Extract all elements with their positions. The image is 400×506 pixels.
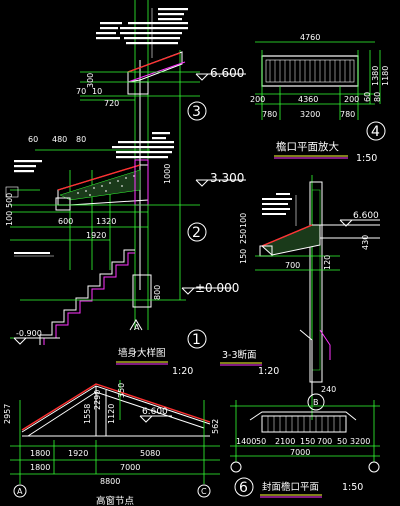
detail-bubble-6-label: 6 [239, 480, 248, 496]
p6-dim-700: 700 [317, 437, 332, 446]
detail-bubble-2 [187, 222, 207, 242]
title-wall-detail: 墙身大样图 [118, 347, 166, 359]
s3-dim-250: 250 [239, 229, 248, 244]
dim-3200: 3200 [300, 110, 320, 119]
hw-dim-1558: 1558 [83, 404, 92, 424]
s3-dim-430: 430 [361, 235, 370, 250]
p6-dim-2100: 2100 [275, 437, 295, 446]
hw-axis-a-label: A [17, 487, 23, 496]
level-6600: 6.600 [210, 66, 244, 80]
hw-dim-1120: 1120 [107, 404, 116, 424]
detail-bubble-3-label: 3 [192, 104, 201, 120]
dim-200a: 200 [250, 95, 265, 104]
title-section-33: 3-3断面 [222, 349, 257, 361]
p6-axis-right [368, 461, 380, 473]
dim-60b: 60 [363, 92, 372, 102]
dim-80b: 80 [373, 92, 382, 102]
dim-1380: 1380 [371, 66, 380, 86]
title-eave-plan-scale: 1:50 [356, 153, 377, 164]
p6-dim-3200: 3200 [350, 437, 370, 446]
hw-dim-7000: 7000 [120, 463, 140, 472]
p6-dim-1400: 1400 [236, 437, 256, 446]
s3-dim-150: 150 [239, 249, 248, 264]
detail-bubble-1 [187, 329, 207, 349]
hw-dim-2957: 2957 [3, 404, 12, 424]
hw-level-6600: 6.600 [142, 407, 168, 417]
p6-dim-50b: 50 [337, 437, 347, 446]
dim-1000: 1000 [163, 164, 172, 184]
title-gable-plan: 封面檐口平面 [262, 481, 319, 493]
p6-axis-left [230, 461, 242, 473]
detail-bubble-2-label: 2 [192, 225, 201, 241]
detail-bubble-3 [187, 101, 207, 121]
ground-stair-detail: A 800 ±0.000 -0.900 [10, 249, 239, 345]
dim-70: 70 [76, 87, 86, 96]
hw-dim-2290: 2290 [93, 390, 102, 410]
detail-bubble-1-label: 1 [192, 332, 201, 348]
middle-eave-detail: 60 480 80 500 1000 600 1320 1920 100 3.3… [5, 130, 246, 257]
hw-dim-5080: 5080 [140, 449, 160, 458]
level-3300: 3.300 [210, 171, 244, 185]
axis-a-lower: A [134, 323, 140, 332]
dim-480: 480 [52, 135, 67, 144]
hw-dim-1920: 1920 [68, 449, 88, 458]
title-wall-detail-scale: 1:20 [172, 366, 193, 377]
dim-200b: 200 [344, 95, 359, 104]
gable-eave-plan-detail: 1400 50 2100 150 700 50 3200 7000 6 封面檐口… [230, 400, 380, 498]
s3-dim-700: 700 [285, 261, 300, 270]
title-eave-plan: 檐口平面放大 [276, 140, 339, 153]
top-eave-detail: 70 10 720 300 6.600 [76, 8, 246, 108]
dim-720: 720 [104, 99, 119, 108]
dim-1180: 1180 [381, 66, 390, 86]
dim-4760: 4760 [300, 33, 320, 42]
dim-800: 800 [153, 285, 162, 300]
section-axis-b-label: B [313, 398, 319, 407]
detail-bubble-4-label: 4 [371, 124, 380, 140]
s3-dim-120: 120 [323, 255, 332, 270]
title-high-window: 高窗节点 [96, 495, 135, 506]
level-0000: ±0.000 [195, 281, 239, 295]
p6-dim-150: 150 [300, 437, 315, 446]
detail-bubble-4 [366, 121, 386, 141]
dim-4360: 4360 [298, 95, 318, 104]
section-3-3-detail: 6.600 100 250 150 700 120 430 240 B 3-3断… [220, 175, 380, 420]
dim-80: 80 [76, 135, 86, 144]
dim-300: 300 [86, 73, 95, 88]
dim-500: 500 [5, 193, 14, 208]
dim-1920: 1920 [86, 231, 106, 240]
hw-axis-a [13, 484, 27, 498]
section-axis-b [307, 393, 325, 411]
dim-100: 100 [5, 211, 14, 226]
hw-axis-c [197, 484, 211, 498]
s3-level-6600: 6.600 [353, 211, 379, 221]
hw-dim-8800: 8800 [100, 477, 120, 486]
dim-780a: 780 [262, 110, 277, 119]
title-section-33-scale: 1:20 [258, 366, 279, 377]
s3-dim-100: 100 [239, 213, 248, 228]
hw-dim-350: 350 [117, 383, 126, 398]
hw-dim-562: 562 [211, 419, 220, 434]
dim-600: 600 [58, 217, 73, 226]
s3-dim-240: 240 [321, 385, 336, 394]
wall-section-detail: 70 10 720 300 6.600 3 [5, 0, 246, 377]
hw-dim-1800b: 1800 [30, 463, 50, 472]
title-gable-plan-scale: 1:50 [342, 482, 363, 493]
eave-plan-detail: 4760 200 4360 200 780 3200 780 1380 1180 [250, 33, 390, 164]
hw-axis-c-label: C [201, 487, 207, 496]
dim-780b: 780 [340, 110, 355, 119]
p6-dim-50a: 50 [256, 437, 266, 446]
hw-dim-1800a: 1800 [30, 449, 50, 458]
dim-10: 10 [92, 87, 102, 96]
dim-1320: 1320 [96, 217, 116, 226]
detail-bubble-6 [234, 477, 254, 497]
level-neg0900: -0.900 [16, 329, 42, 338]
high-window-node-detail: 350 2290 1558 1120 2957 562 6.600 1800 1… [3, 380, 220, 506]
dim-60: 60 [28, 135, 38, 144]
p6-dim-7000: 7000 [290, 448, 310, 457]
